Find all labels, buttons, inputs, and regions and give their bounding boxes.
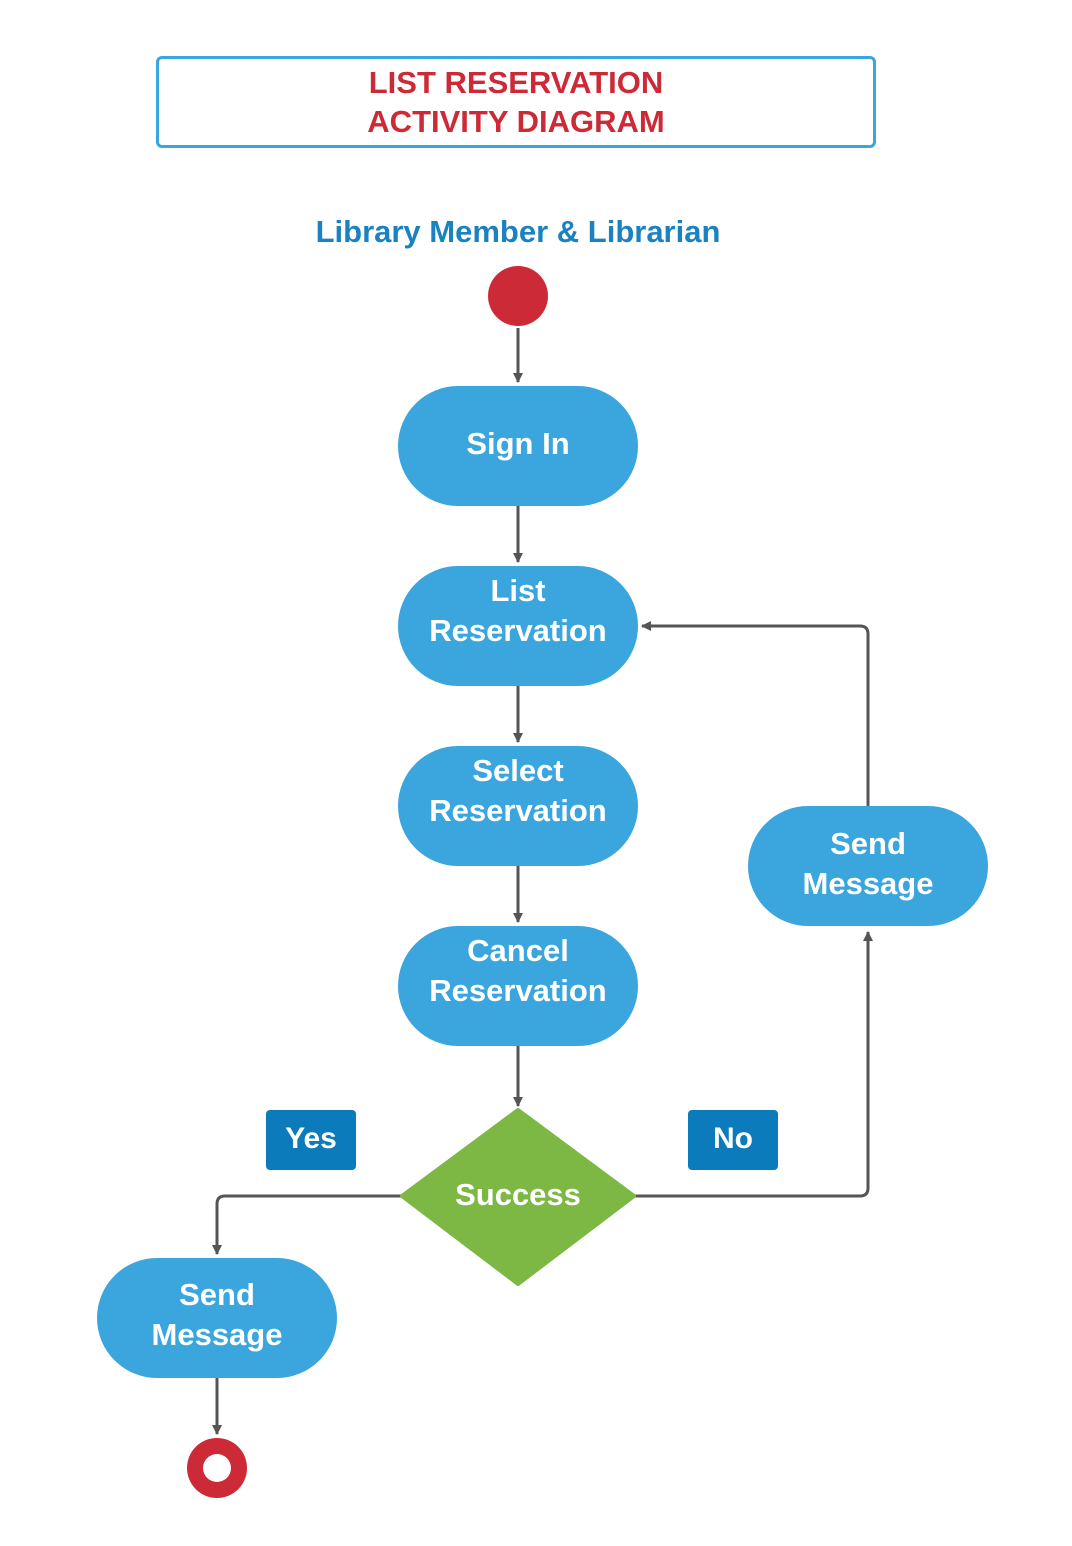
swimlane-label: Library Member & Librarian: [315, 214, 721, 249]
action-sign-in: Sign In: [398, 386, 638, 506]
action-select-reservation-label-line2: Reservation: [429, 793, 606, 828]
diagram-title-line2: ACTIVITY DIAGRAM: [367, 104, 665, 139]
end-node: [187, 1438, 247, 1498]
action-list-reservation-label-line2: Reservation: [429, 613, 606, 648]
action-cancel-reservation-label-line2: Reservation: [429, 973, 606, 1008]
action-list-reservation-label-line1: List: [490, 573, 545, 608]
action-send-message-no-label-line1: Send: [830, 826, 906, 861]
action-send-message-no: Send Message: [748, 806, 988, 926]
edge-decision-yes-to-send-message: [212, 1194, 402, 1255]
action-list-reservation: List Reservation: [398, 566, 638, 686]
branch-tag-yes: Yes: [266, 1110, 356, 1170]
diagram-title-box: LIST RESERVATION ACTIVITY DIAGRAM: [156, 56, 876, 148]
action-cancel-reservation-label-line1: Cancel: [467, 933, 569, 968]
branch-tag-no-label: No: [713, 1122, 753, 1155]
action-send-message-yes-label-line2: Message: [152, 1317, 283, 1352]
action-cancel-reservation: Cancel Reservation: [398, 926, 638, 1046]
action-select-reservation-label-line1: Select: [472, 753, 563, 788]
edge-send-message-to-list: [641, 621, 870, 806]
diagram-title-line1: LIST RESERVATION: [368, 65, 664, 100]
branch-tag-no: No: [688, 1110, 778, 1170]
action-send-message-yes: Send Message: [97, 1258, 337, 1378]
action-select-reservation: Select Reservation: [398, 746, 638, 866]
action-send-message-yes-label-line1: Send: [179, 1277, 255, 1312]
edges: [212, 328, 873, 1435]
action-send-message-no-label-line2: Message: [803, 866, 934, 901]
edge-decision-no-to-send-message: [634, 931, 873, 1198]
decision-success-label: Success: [455, 1177, 581, 1212]
start-node: [488, 266, 548, 326]
action-sign-in-label: Sign In: [466, 426, 569, 461]
branch-tag-yes-label: Yes: [285, 1122, 337, 1155]
decision-success: Success: [400, 1108, 636, 1286]
